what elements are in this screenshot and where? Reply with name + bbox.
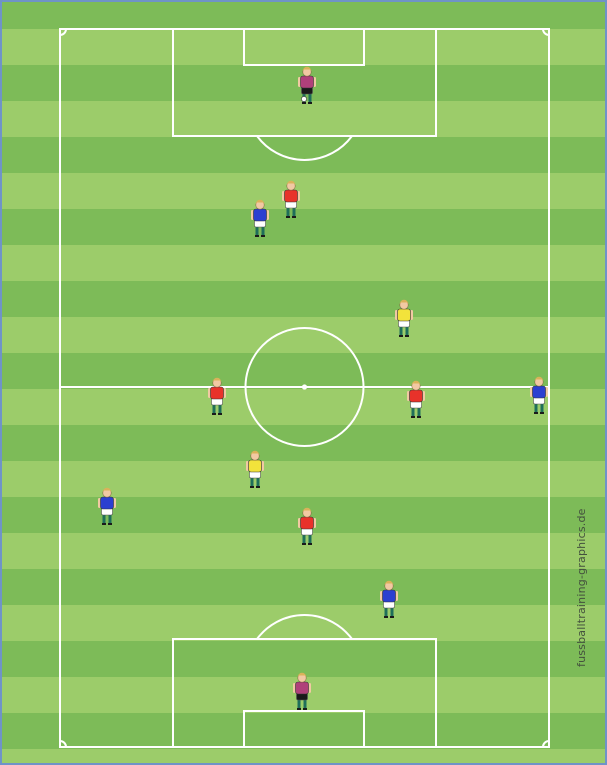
center-spot: [303, 385, 306, 388]
ball-shape: [301, 96, 306, 101]
grass-stripe: [2, 749, 607, 765]
grass-stripe: [2, 2, 607, 29]
grass-stripe: [2, 245, 607, 281]
grass-stripe: [2, 461, 607, 497]
grass-stripe: [2, 101, 607, 137]
grass-stripe: [2, 605, 607, 641]
grass-stripe: [2, 29, 607, 65]
grass-stripe: [2, 173, 607, 209]
grass-stripe: [2, 317, 607, 353]
ball: [301, 96, 306, 101]
watermark-text: fussballtraining-graphics.de: [575, 508, 588, 667]
grass-stripe: [2, 389, 607, 425]
grass-stripe: [2, 641, 607, 677]
grass-stripe: [2, 209, 607, 245]
grass-stripe: [2, 569, 607, 605]
grass-stripe: [2, 353, 607, 389]
grass-stripe: [2, 137, 607, 173]
grass-stripe: [2, 713, 607, 749]
grass-stripe: [2, 281, 607, 317]
grass-stripe: [2, 425, 607, 461]
